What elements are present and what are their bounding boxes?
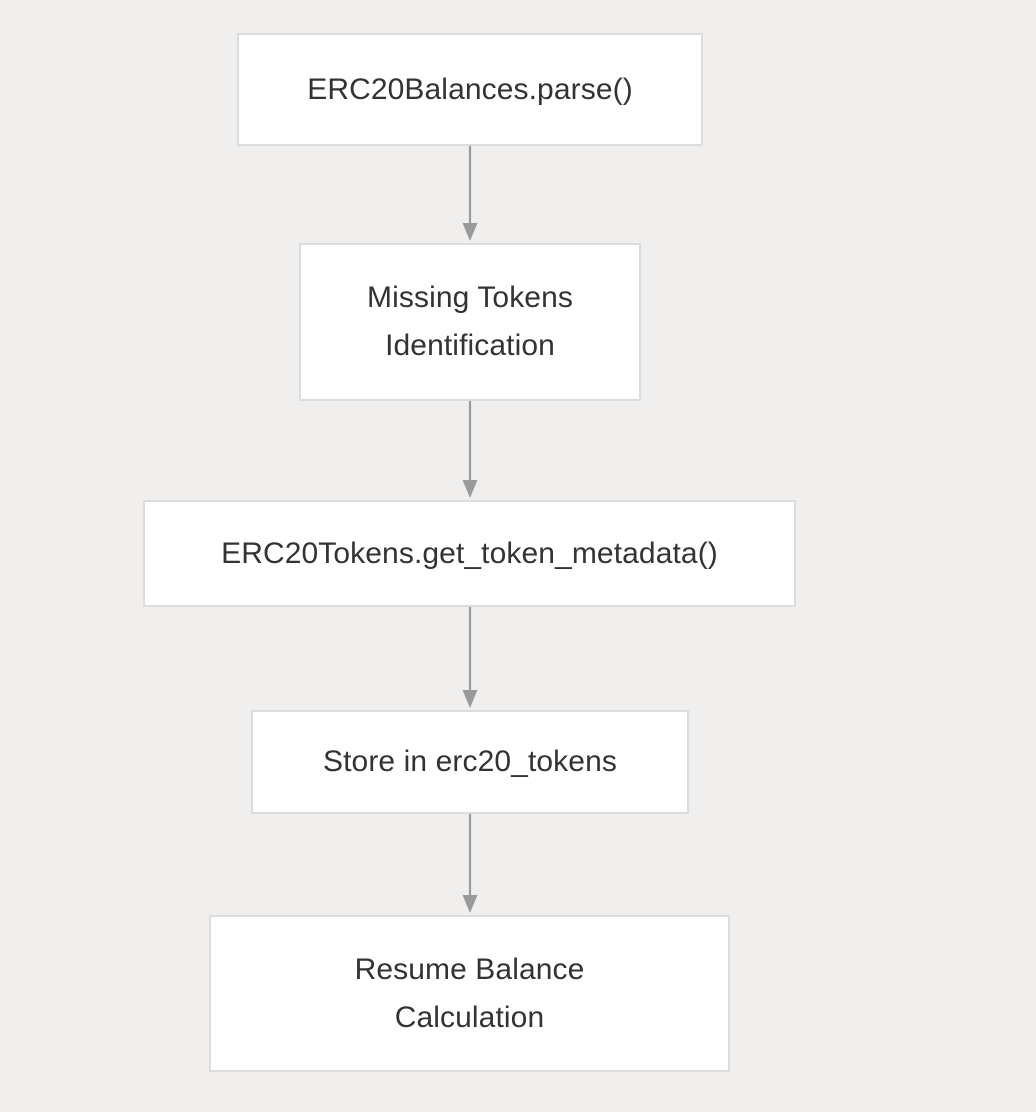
arrowhead-down-icon — [462, 223, 478, 241]
arrowhead-down-icon — [462, 690, 478, 708]
flowchart-node-label: Missing Tokens Identification — [367, 281, 573, 362]
flowchart-edge — [462, 146, 478, 241]
flowchart-node-resume-balance-calculation[interactable]: Resume Balance Calculation — [209, 915, 730, 1072]
flowchart-node-erc20-balances-parse[interactable]: ERC20Balances.parse() — [237, 33, 703, 146]
flowchart-node-label: Resume Balance Calculation — [354, 952, 585, 1034]
flowchart-edge — [462, 401, 478, 498]
arrowhead-down-icon — [462, 480, 478, 498]
flowchart-node-label: ERC20Tokens.get_token_metadata() — [221, 536, 718, 570]
arrowhead-down-icon — [462, 895, 478, 913]
flowchart-node-erc20-tokens-get-token-metadata[interactable]: ERC20Tokens.get_token_metadata() — [143, 500, 796, 607]
flowchart-node-label: Store in erc20_tokens — [323, 745, 617, 778]
flowchart-node-label: ERC20Balances.parse() — [307, 72, 633, 106]
flowchart-node-missing-tokens-identification[interactable]: Missing Tokens Identification — [299, 243, 641, 401]
flowchart-edge — [462, 607, 478, 708]
flowchart-node-store-in-erc20-tokens[interactable]: Store in erc20_tokens — [251, 710, 689, 814]
flowchart-edge — [462, 814, 478, 913]
